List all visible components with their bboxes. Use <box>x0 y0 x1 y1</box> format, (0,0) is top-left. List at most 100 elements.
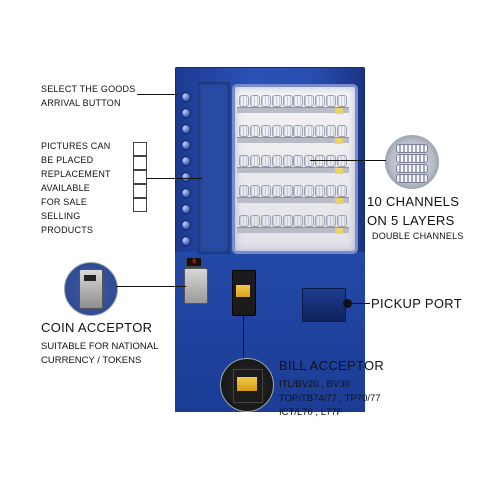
spiral-coil-icon <box>326 155 336 167</box>
pictures-line-6: SELLING <box>41 211 81 221</box>
shelf-1 <box>237 107 349 114</box>
coil-row-1 <box>239 95 347 107</box>
spiral-coil-icon <box>260 125 271 137</box>
picture-slot-icon <box>133 142 147 156</box>
select-goods-line-1: SELECT THE GOODS <box>41 84 136 94</box>
picture-panel <box>198 82 230 254</box>
channels-line-1: 10 CHANNELS <box>367 194 460 209</box>
spiral-coil-icon <box>260 215 271 227</box>
coil-row-2 <box>239 125 347 137</box>
spiral-coil-icon <box>239 155 249 167</box>
price-tag <box>335 168 343 174</box>
spiral-coil-icon <box>239 185 249 197</box>
spiral-coil-icon <box>239 215 249 227</box>
spiral-coil-icon <box>260 95 271 107</box>
coin-acceptor-zoom <box>64 262 118 316</box>
spiral-coil-icon <box>336 185 347 197</box>
shelf-2 <box>237 137 349 144</box>
bill-slot-light-icon <box>237 377 257 391</box>
spiral-coil-icon <box>304 95 315 107</box>
spiral-coil-icon <box>260 185 271 197</box>
spiral-coil-icon <box>271 95 282 107</box>
spiral-coil-icon <box>249 125 260 137</box>
spiral-coil-icon <box>293 155 304 167</box>
select-goods-leader <box>137 94 177 95</box>
spiral-coil-icon <box>282 125 293 137</box>
pickup-port-door[interactable] <box>302 288 346 322</box>
product-window <box>232 84 358 254</box>
spiral-coil-icon <box>260 155 271 167</box>
spiral-coil-icon <box>396 144 428 153</box>
spiral-coil-icon <box>271 215 282 227</box>
bill-model-line-2: TOP/TB74/77 , TP70/77 <box>279 393 381 404</box>
channels-leader <box>310 160 386 161</box>
spiral-coil-icon <box>293 95 304 107</box>
spiral-coil-icon <box>326 215 336 227</box>
spiral-coil-icon <box>336 95 347 107</box>
coil-row-3 <box>239 155 347 167</box>
spiral-coil-icon <box>315 155 326 167</box>
bill-model-line-3: ICT/L70 , L77F <box>279 407 343 418</box>
pictures-leader <box>146 178 202 179</box>
spiral-coil-icon <box>326 185 336 197</box>
bill-acceptor-zoom <box>220 358 274 412</box>
coin-desc-line-1: SUITABLE FOR NATIONAL <box>41 341 159 352</box>
bill-leader <box>243 316 244 360</box>
select-button-8[interactable] <box>181 204 191 214</box>
spiral-coil-icon <box>304 185 315 197</box>
picture-slot-icon <box>133 184 147 198</box>
channels-title: 10 CHANNELS ON 5 LAYERS <box>367 192 459 230</box>
bill-models: ITL/BV20 , BV30 TOP/TB74/77 , TP70/77 IC… <box>279 378 381 420</box>
select-button-3[interactable] <box>181 124 191 134</box>
picture-slot-icon <box>133 170 147 184</box>
spiral-coil-icon <box>396 174 428 183</box>
spiral-coil-icon <box>336 125 347 137</box>
price-tag <box>335 228 343 234</box>
led-display: 8 <box>186 257 202 267</box>
select-button-6[interactable] <box>181 172 191 182</box>
spiral-coil-icon <box>282 95 293 107</box>
select-button-4[interactable] <box>181 140 191 150</box>
spiral-coil-icon <box>326 125 336 137</box>
spiral-coil-icon <box>396 154 428 163</box>
spiral-coil-icon <box>271 185 282 197</box>
spiral-coil-icon <box>239 95 249 107</box>
select-button-5[interactable] <box>181 156 191 166</box>
spiral-coil-icon <box>315 185 326 197</box>
spiral-coil-icon <box>336 155 347 167</box>
select-goods-line-2: ARRIVAL BUTTON <box>41 98 121 108</box>
spiral-coil-icon <box>304 125 315 137</box>
spiral-coil-icon <box>271 125 282 137</box>
pictures-line-3: REPLACEMENT <box>41 169 111 179</box>
spiral-coil-icon <box>315 215 326 227</box>
coil-row-4 <box>239 185 347 197</box>
price-tag <box>335 108 343 114</box>
spiral-coil-icon <box>249 215 260 227</box>
shelf-5 <box>237 227 349 234</box>
spiral-coil-icon <box>282 215 293 227</box>
select-button-9[interactable] <box>181 220 191 230</box>
pictures-line-2: BE PLACED <box>41 155 94 165</box>
select-button-10[interactable] <box>181 236 191 246</box>
pictures-label: PICTURES CAN BE PLACED REPLACEMENT AVAIL… <box>41 139 111 237</box>
select-button-2[interactable] <box>181 108 191 118</box>
spiral-coil-icon <box>336 215 347 227</box>
spiral-coil-icon <box>315 125 326 137</box>
coin-acceptor-slot[interactable] <box>184 268 208 304</box>
spiral-coil-icon <box>239 125 249 137</box>
bill-slot-light <box>236 285 250 297</box>
coil-row-5 <box>239 215 347 227</box>
bill-model-line-1: ITL/BV20 , BV30 <box>279 379 350 390</box>
spiral-coil-icon <box>293 215 304 227</box>
channels-line-2: ON 5 LAYERS <box>367 213 455 228</box>
select-button-1[interactable] <box>181 92 191 102</box>
pickup-port-label: PICKUP PORT <box>371 296 462 311</box>
select-button-7[interactable] <box>181 188 191 198</box>
pictures-line-1: PICTURES CAN <box>41 141 111 151</box>
spiral-coil-icon <box>326 95 336 107</box>
channels-subtitle: DOUBLE CHANNELS <box>372 231 464 241</box>
pictures-line-5: FOR SALE <box>41 197 88 207</box>
pickup-dot <box>343 299 352 308</box>
bill-acceptor-slot[interactable] <box>232 270 256 316</box>
shelf-4 <box>237 197 349 204</box>
